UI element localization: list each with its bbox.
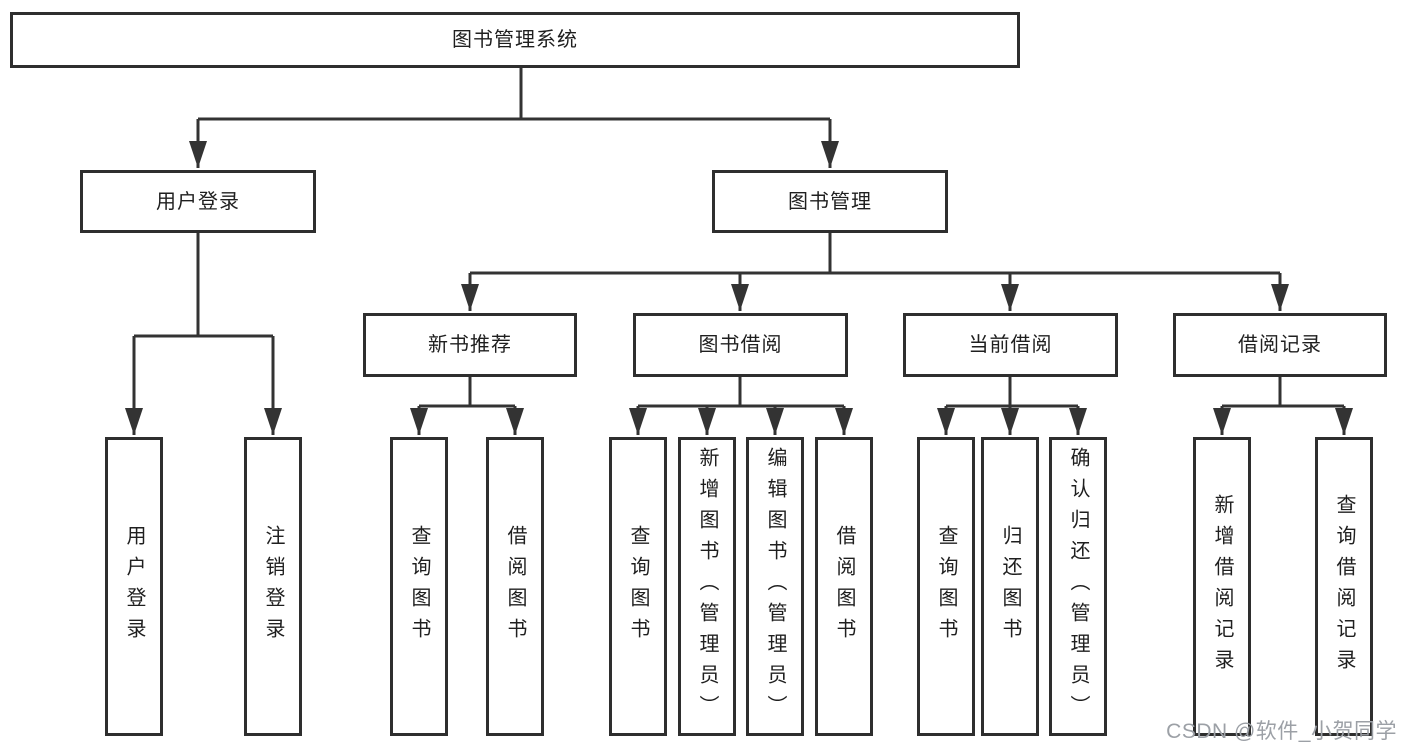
node-label: 新增借阅记录: [1211, 493, 1233, 680]
leaf-newbooks-query: 查询图书: [390, 437, 448, 736]
leaf-borrow-query: 查询图书: [609, 437, 667, 736]
node-label: 图书管理系统: [452, 29, 578, 51]
node-current-borrow: 当前借阅: [903, 313, 1118, 377]
leaf-newbooks-borrow: 借阅图书: [486, 437, 544, 736]
leaf-user-login: 用户登录: [105, 437, 163, 736]
leaf-borrow-edit-admin: 编辑图书（管理员）: [746, 437, 804, 736]
node-label: 新书推荐: [428, 334, 512, 356]
node-label: 当前借阅: [968, 334, 1053, 356]
node-label: 查询借阅记录: [1333, 493, 1355, 680]
leaf-current-query: 查询图书: [917, 437, 975, 736]
node-label: 新增图书（管理员）: [696, 447, 718, 726]
node-borrow-records: 借阅记录: [1173, 313, 1387, 377]
node-label: 借阅记录: [1238, 334, 1322, 356]
node-label: 归还图书: [999, 524, 1021, 649]
node-root: 图书管理系统: [10, 12, 1020, 68]
node-label: 用户登录: [123, 524, 145, 649]
node-label: 图书借阅: [698, 334, 783, 356]
leaf-records-add: 新增借阅记录: [1193, 437, 1251, 736]
leaf-logout: 注销登录: [244, 437, 302, 736]
edges-book-mgmt: [461, 233, 1289, 311]
node-label: 编辑图书（管理员）: [764, 447, 786, 726]
edges-root-to-level2: [189, 68, 839, 168]
node-label: 确认归还（管理员）: [1067, 447, 1089, 726]
node-book-mgmt: 图书管理: [712, 170, 948, 233]
node-label: 借阅图书: [833, 524, 855, 649]
leaf-current-return: 归还图书: [981, 437, 1039, 736]
edges-borrow-records: [1213, 377, 1353, 435]
node-label: 查询图书: [627, 524, 649, 649]
node-label: 图书管理: [788, 190, 872, 213]
edges-new-books: [410, 377, 524, 435]
node-new-books: 新书推荐: [363, 313, 577, 377]
leaf-borrow-book: 借阅图书: [815, 437, 873, 736]
node-label: 注销登录: [262, 524, 284, 649]
node-label: 用户登录: [156, 190, 240, 213]
node-label: 查询图书: [408, 524, 430, 649]
edges-user-login: [125, 233, 282, 435]
node-user-login: 用户登录: [80, 170, 316, 233]
node-label: 查询图书: [935, 524, 957, 649]
edges-book-borrow: [629, 377, 853, 435]
leaf-records-query: 查询借阅记录: [1315, 437, 1373, 736]
node-book-borrow: 图书借阅: [633, 313, 848, 377]
leaf-current-confirm-admin: 确认归还（管理员）: [1049, 437, 1107, 736]
edges-current-borrow: [937, 377, 1087, 435]
node-label: 借阅图书: [504, 524, 526, 649]
leaf-borrow-add-admin: 新增图书（管理员）: [678, 437, 736, 736]
watermark: CSDN @软件_小贺同学: [1166, 720, 1397, 743]
